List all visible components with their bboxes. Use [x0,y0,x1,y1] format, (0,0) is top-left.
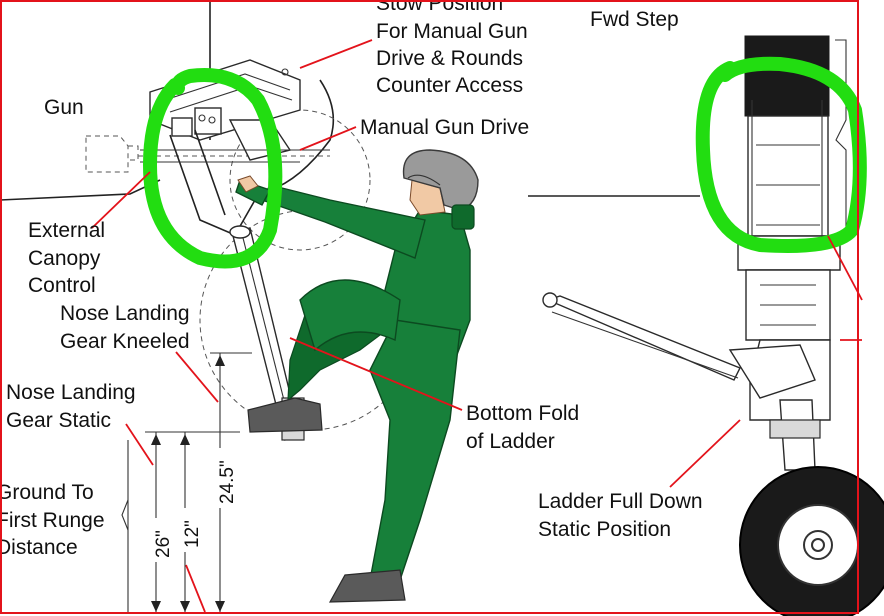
highlight-circle-right [695,56,867,253]
dimension-26-inch: 26" [153,530,174,558]
label-ground-line3: Distance [0,536,78,559]
label-bottom-fold-line1: Bottom Fold [466,402,579,425]
label-stow-line1: Stow Position [376,0,503,15]
label-manual-gun-drive: Manual Gun Drive [360,116,529,139]
label-ladder-full-line2: Static Position [538,518,671,541]
label-gun: Gun [44,96,84,119]
label-nlg-static-line2: Gear Static [6,409,111,432]
label-ground-line2: First Runge [0,509,105,532]
label-ground-line1: Ground To [0,481,94,504]
label-stow-line4: Counter Access [376,74,523,97]
highlight-circle-left [142,68,283,269]
dimension-24-5-inch: 24.5" [217,460,238,504]
label-stow-line3: Drive & Rounds [376,47,523,70]
gun-outline [85,135,330,173]
label-nlg-static-line1: Nose Landing [6,381,136,404]
callout-labels: Stow Position For Manual Gun Drive & Rou… [0,0,703,559]
label-nlg-kneeled-line2: Gear Kneeled [60,330,190,353]
dimension-labels: 26" 12" 24.5" [153,448,238,562]
leader-lines [91,39,863,613]
label-stow-line2: For Manual Gun [376,20,528,43]
crew-member-figure [235,149,479,603]
dimension-12-inch: 12" [182,520,203,548]
frame-border [0,0,859,614]
label-ext-canopy-line3: Control [28,274,96,297]
label-ext-canopy-line1: External [28,219,105,242]
nose-gear-right-section [528,35,884,616]
label-ext-canopy-line2: Canopy [28,247,101,270]
label-ladder-full-line1: Ladder Full Down [538,490,703,513]
label-bottom-fold-line2: of Ladder [466,430,555,453]
label-fwd-step: Fwd Step [590,8,679,31]
label-nlg-kneeled-line1: Nose Landing [60,302,190,325]
